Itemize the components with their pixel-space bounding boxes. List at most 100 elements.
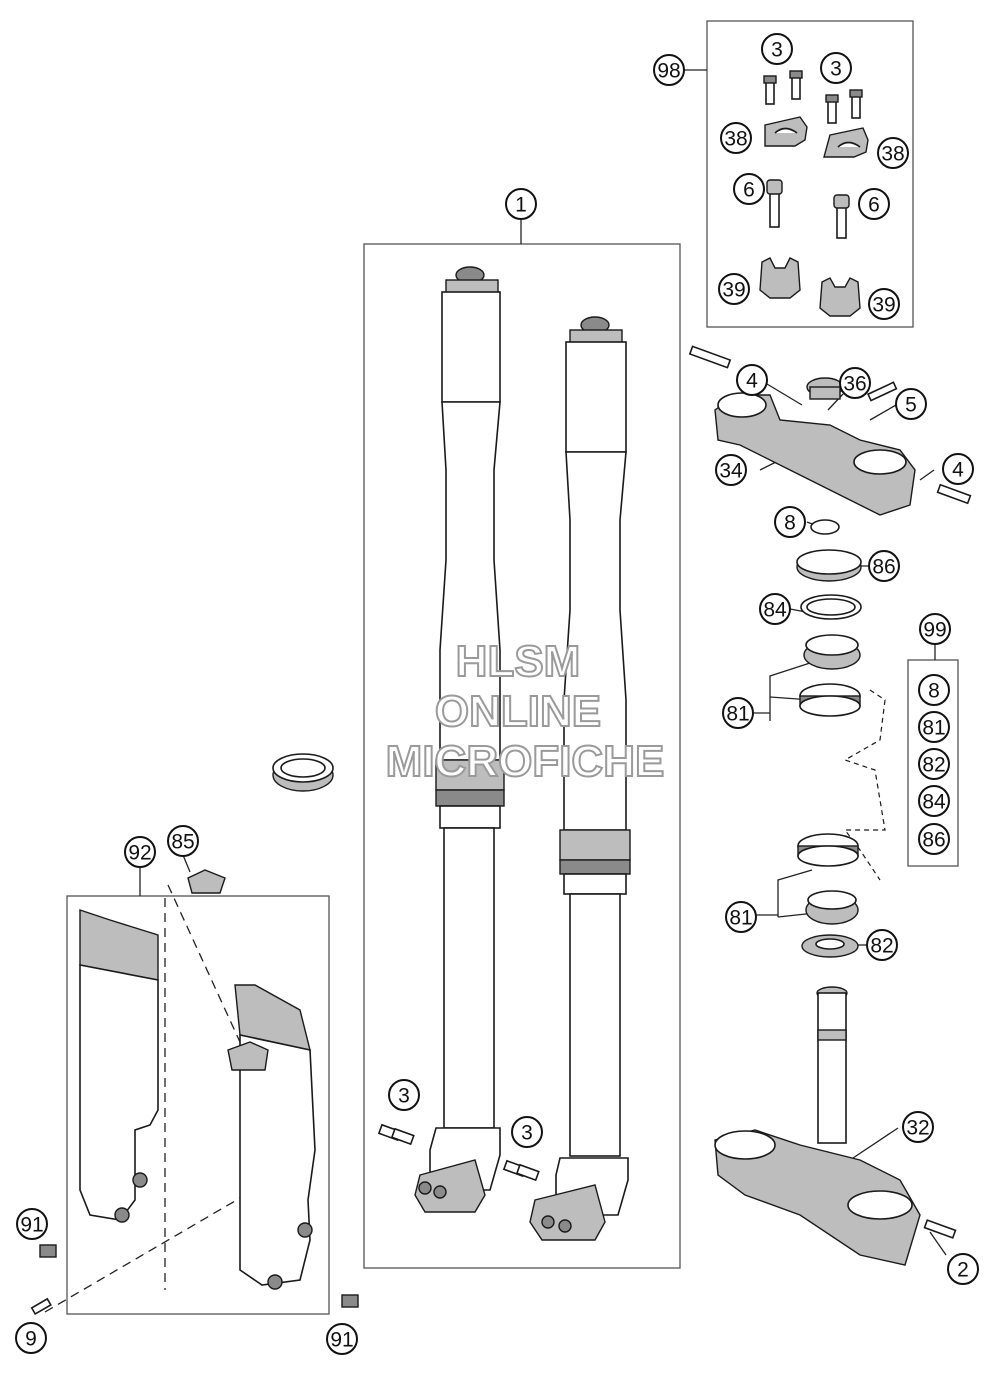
callout-circle	[759, 593, 791, 625]
callout-84a: 84	[759, 593, 791, 625]
callout-85: 85	[167, 825, 199, 857]
kit-99-box	[907, 659, 959, 867]
callout-circle	[16, 1208, 48, 1240]
dust-ring	[272, 753, 334, 792]
callout-2: 2	[947, 1253, 979, 1285]
callout-circle	[761, 33, 793, 65]
callout-label: 9	[25, 1328, 37, 1351]
callout-86b: 86	[918, 823, 950, 855]
callout-circle	[388, 1079, 420, 1111]
callout-6b: 6	[858, 188, 890, 220]
callout-label: 8	[928, 680, 940, 703]
callout-39a: 39	[718, 273, 750, 305]
callout-label: 3	[830, 58, 842, 81]
callout-circle	[877, 137, 909, 169]
callout-label: 81	[922, 717, 945, 740]
callout-1: 1	[505, 188, 537, 220]
callout-32: 32	[902, 1111, 934, 1143]
callout-99: 99	[919, 613, 951, 645]
lower-triple-clamp	[714, 986, 957, 1266]
kit-98-box	[706, 20, 914, 328]
callout-circle	[653, 54, 685, 86]
callout-5: 5	[895, 388, 927, 420]
callout-92: 92	[124, 836, 156, 868]
callout-circle	[124, 836, 156, 868]
callout-82a: 82	[918, 748, 950, 780]
callout-label: 99	[923, 619, 946, 642]
callout-3c: 3	[388, 1079, 420, 1111]
callout-4a: 4	[736, 364, 768, 396]
steering-bearings	[796, 519, 886, 958]
callout-8a: 8	[774, 506, 806, 538]
watermark-line-2: ONLINE	[435, 687, 601, 736]
callout-label: 91	[20, 1214, 43, 1237]
callout-circle	[868, 550, 900, 582]
pinch-bolts	[377, 1123, 540, 1182]
callout-label: 85	[171, 831, 194, 854]
callout-label: 82	[922, 754, 945, 777]
callout-4b: 4	[942, 453, 974, 485]
callout-81b: 81	[918, 711, 950, 743]
callout-label: 92	[128, 842, 151, 865]
watermark-line-1: HLSM	[456, 637, 581, 686]
callout-circle	[718, 273, 750, 305]
callout-label: 38	[724, 128, 747, 151]
callout-circle	[858, 188, 890, 220]
callout-98: 98	[653, 54, 685, 86]
watermark-line-3: MICROFICHE	[386, 737, 665, 786]
callout-91a: 91	[16, 1208, 48, 1240]
callout-38b: 38	[877, 137, 909, 169]
callout-label: 8	[784, 512, 796, 535]
callout-label: 84	[763, 599, 787, 622]
callout-circle	[736, 364, 768, 396]
callout-label: 84	[922, 791, 946, 814]
fork-assembly-box	[363, 243, 681, 1269]
callout-36: 36	[839, 367, 871, 399]
callout-label: 86	[922, 829, 945, 852]
callout-label: 81	[726, 703, 749, 726]
callout-circle	[774, 506, 806, 538]
callout-label: 2	[957, 1259, 969, 1282]
callout-label: 81	[729, 907, 752, 930]
fork-guards	[30, 869, 359, 1316]
callout-9: 9	[15, 1322, 47, 1354]
callout-34: 34	[715, 454, 747, 486]
callout-circle	[820, 52, 852, 84]
watermark: HLSM ONLINE MICROFICHE	[385, 636, 666, 787]
callout-84b: 84	[918, 785, 950, 817]
callout-circle	[919, 613, 951, 645]
callout-label: 6	[868, 194, 880, 217]
callout-label: 4	[746, 370, 758, 393]
kit-98-parts	[759, 70, 869, 317]
callout-39b: 39	[868, 288, 900, 320]
callout-label: 98	[657, 60, 680, 83]
callout-3b: 3	[820, 52, 852, 84]
callout-circle	[942, 453, 974, 485]
callout-3d: 3	[511, 1116, 543, 1148]
callout-label: 34	[719, 460, 743, 483]
callout-circle	[722, 697, 754, 729]
callout-circle	[720, 122, 752, 154]
callout-circle	[15, 1322, 47, 1354]
callout-label: 36	[843, 373, 866, 396]
callout-circle	[895, 388, 927, 420]
callout-circle	[733, 173, 765, 205]
callout-3a: 3	[761, 33, 793, 65]
callout-label: 86	[872, 556, 895, 579]
callout-label: 4	[952, 459, 964, 482]
callout-circle	[326, 1323, 358, 1355]
upper-triple-clamp	[688, 345, 972, 516]
callout-86a: 86	[868, 550, 900, 582]
callout-circle	[918, 711, 950, 743]
callout-81c: 81	[725, 901, 757, 933]
callout-label: 39	[722, 279, 745, 302]
callout-circle	[167, 825, 199, 857]
callout-circle	[715, 454, 747, 486]
callout-label: 5	[905, 394, 917, 417]
callout-label: 3	[521, 1122, 533, 1145]
callout-label: 38	[881, 143, 904, 166]
callout-81a: 81	[722, 697, 754, 729]
callout-circle	[902, 1111, 934, 1143]
